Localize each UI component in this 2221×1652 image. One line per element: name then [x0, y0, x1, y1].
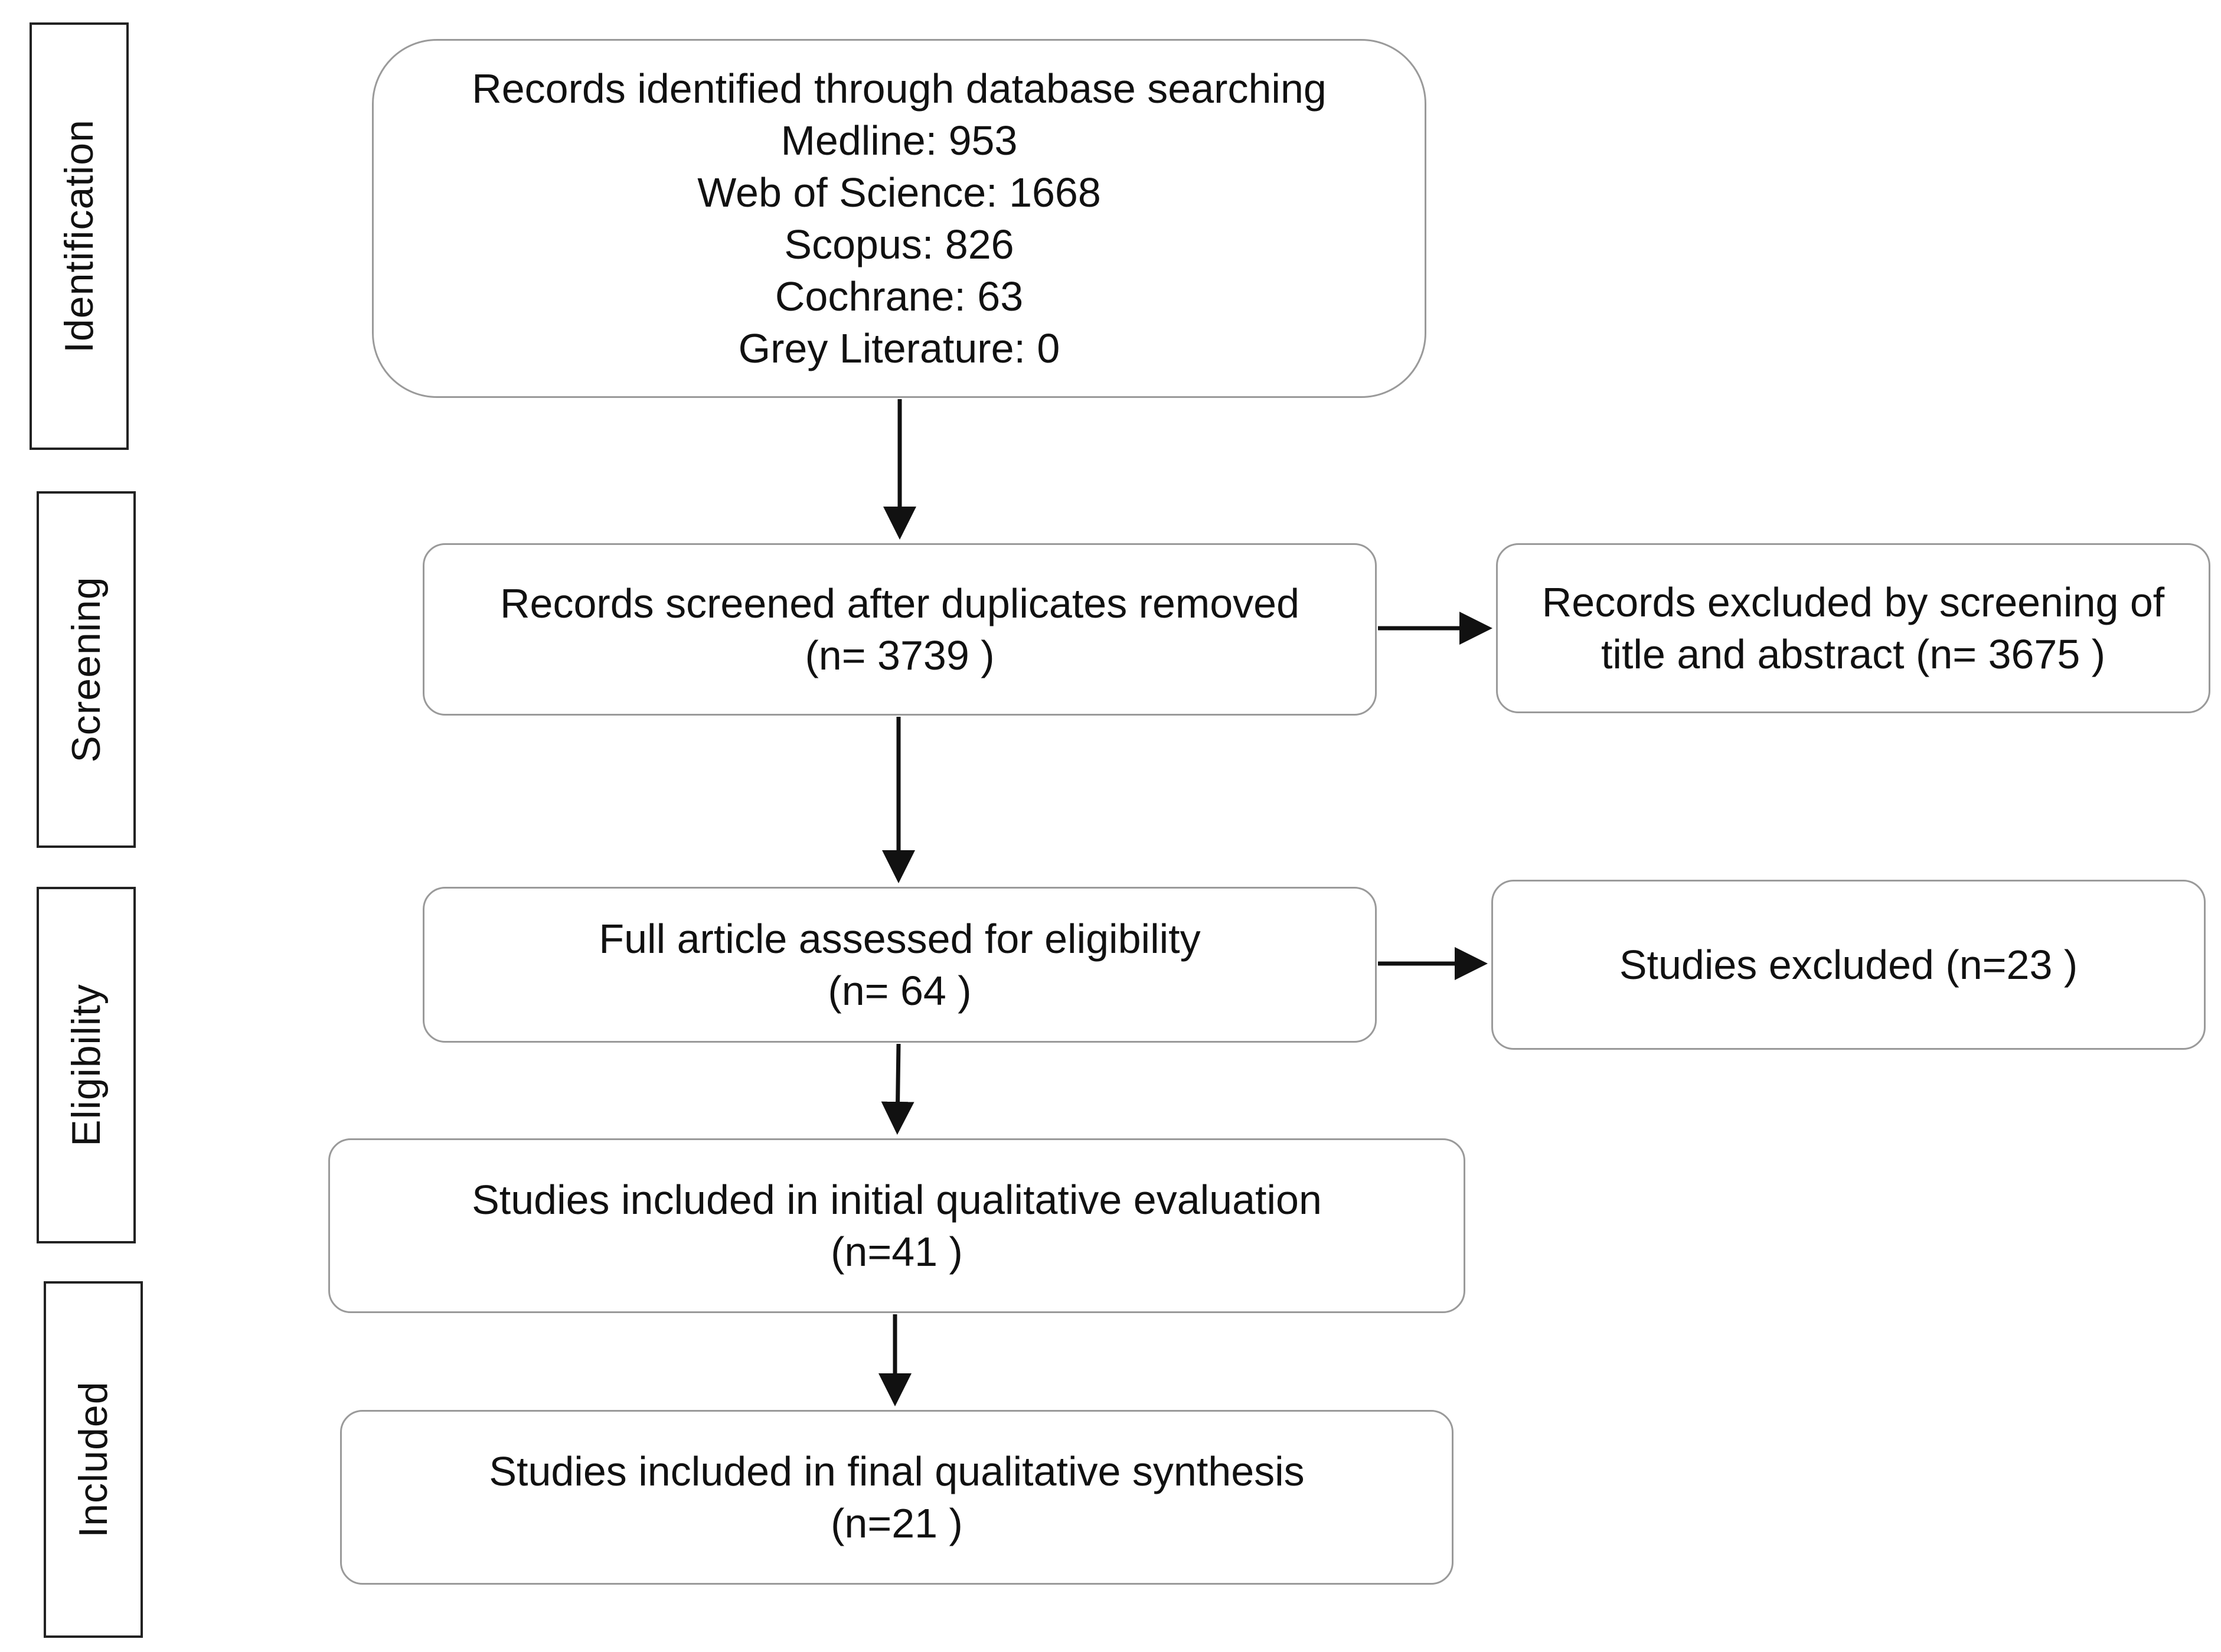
records-screened-box: Records screened after duplicates remove…: [423, 543, 1377, 716]
stage-label-eligibility: Eligibility: [37, 887, 136, 1243]
source-medline: Medline: 953: [780, 117, 1018, 164]
final-synthesis-count: (n=21 ): [831, 1500, 963, 1546]
stage-label-identification: Identification: [30, 22, 129, 450]
stage-label-identification-text: Identification: [57, 119, 102, 353]
studies-excluded-title: Studies excluded (n=23 ): [1619, 942, 2078, 988]
stage-label-included-text: Included: [71, 1381, 116, 1538]
stage-label-included: Included: [44, 1281, 143, 1638]
stage-label-screening: Screening: [37, 491, 136, 848]
records-identified-box: Records identified through database sear…: [372, 39, 1426, 398]
source-scopus: Scopus: 826: [784, 221, 1014, 267]
full-article-box: Full article assessed for eligibility (n…: [423, 887, 1377, 1043]
records-excluded-line2: title and abstract (n= 3675 ): [1601, 631, 2106, 677]
records-excluded-line1: Records excluded by screening of: [1541, 579, 2165, 625]
source-grey-literature: Grey Literature: 0: [738, 325, 1060, 371]
source-cochrane: Cochrane: 63: [775, 273, 1024, 319]
initial-evaluation-box: Studies included in initial qualitative …: [328, 1138, 1465, 1313]
full-article-title: Full article assessed for eligibility: [599, 916, 1201, 962]
records-excluded-box: Records excluded by screening of title a…: [1496, 543, 2210, 713]
arrow-full-article-to-initial: [881, 1043, 914, 1135]
stage-label-screening-text: Screening: [64, 576, 109, 763]
stage-label-eligibility-text: Eligibility: [64, 984, 109, 1147]
source-web-of-science: Web of Science: 1668: [697, 169, 1101, 216]
studies-excluded-box: Studies excluded (n=23 ): [1491, 880, 2206, 1050]
final-synthesis-title: Studies included in final qualitative sy…: [489, 1448, 1305, 1494]
records-screened-title: Records screened after duplicates remove…: [499, 580, 1300, 626]
initial-evaluation-title: Studies included in initial qualitative …: [472, 1177, 1322, 1223]
records-screened-count: (n= 3739 ): [805, 632, 995, 678]
final-synthesis-box: Studies included in final qualitative sy…: [340, 1410, 1454, 1585]
initial-evaluation-count: (n=41 ): [831, 1229, 963, 1275]
records-identified-title: Records identified through database sear…: [472, 66, 1327, 112]
full-article-count: (n= 64 ): [828, 968, 972, 1014]
